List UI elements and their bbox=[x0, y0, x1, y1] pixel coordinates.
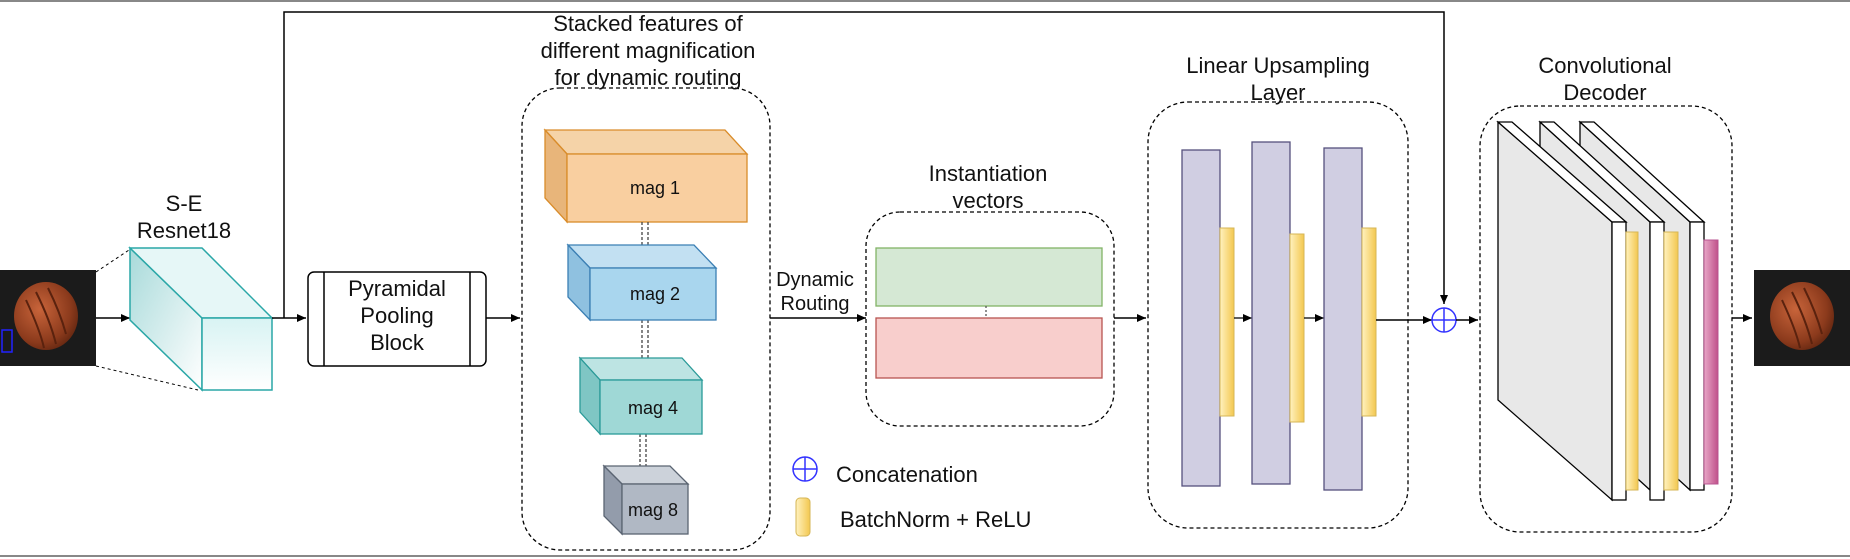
stacked-label: Stacked features of different magnificat… bbox=[516, 10, 780, 91]
hazelnut-output-image bbox=[1754, 270, 1850, 366]
zoom-line-top bbox=[95, 247, 133, 273]
dynamic-routing-line1: Dynamic bbox=[776, 269, 854, 291]
pyramidal-pooling-block bbox=[307, 271, 487, 367]
instantiation-label: Instantiation vectors bbox=[880, 160, 1096, 214]
upsampling-label: Linear Upsampling Layer bbox=[1152, 52, 1404, 106]
upsampling-label-line1: Linear Upsampling bbox=[1186, 53, 1370, 78]
instantiation-vector-green bbox=[875, 247, 1103, 307]
upsampling-label-line2: Layer bbox=[1250, 80, 1306, 105]
concat-icon bbox=[1431, 307, 1457, 333]
pyramidal-label: Pyramidal Pooling Block bbox=[324, 275, 470, 356]
mag4-label: mag 4 bbox=[628, 398, 679, 418]
mag2-cuboid bbox=[566, 243, 718, 322]
resnet-label-line2: Resnet18 bbox=[136, 218, 232, 243]
instantiation-container bbox=[865, 211, 1115, 427]
resnet-label-line1: S-E bbox=[165, 191, 203, 216]
upsampling-container bbox=[1147, 101, 1409, 529]
dynamic-routing-line2: Routing bbox=[780, 293, 850, 315]
resnet-block bbox=[128, 246, 274, 392]
mag8-cuboid bbox=[602, 464, 690, 536]
skip-connection-arrow bbox=[283, 11, 1448, 318]
mag2-label: mag 2 bbox=[630, 284, 681, 304]
mag4-cuboid bbox=[578, 356, 704, 436]
mag8-label: mag 8 bbox=[628, 500, 679, 520]
pyramidal-label-line1: Pyramidal bbox=[348, 276, 446, 301]
dynamic-routing-label: Dynamic Routing bbox=[768, 268, 862, 316]
legend-concat-label: Concatenation bbox=[836, 462, 978, 487]
decoder-container bbox=[1479, 105, 1733, 533]
hazelnut-input-image bbox=[0, 270, 96, 366]
upsampling-layers bbox=[1181, 141, 1377, 491]
stacked-label-line3: for dynamic routing bbox=[554, 65, 742, 90]
chain-links bbox=[639, 222, 649, 466]
stacked-label-line2: different magnification bbox=[540, 38, 756, 63]
instantiation-vector-red bbox=[875, 317, 1103, 379]
instantiation-label-line2: vectors bbox=[952, 188, 1024, 213]
resnet-label: S-E Resnet18 bbox=[134, 190, 234, 244]
decoder-label-line1: Convolutional bbox=[1538, 53, 1672, 78]
instantiation-label-line1: Instantiation bbox=[928, 161, 1048, 186]
stacked-label-line1: Stacked features of bbox=[553, 11, 743, 36]
decoder-layers bbox=[1496, 120, 1719, 502]
stacked-features-container bbox=[521, 87, 771, 551]
decoder-label-line2: Decoder bbox=[1563, 80, 1647, 105]
mag1-label: mag 1 bbox=[630, 178, 681, 198]
legend-bn-label: BatchNorm + ReLU bbox=[840, 507, 1032, 532]
pyramidal-label-line2: Pooling bbox=[360, 303, 434, 328]
mag1-cuboid bbox=[543, 128, 749, 224]
decoder-label: Convolutional Decoder bbox=[1490, 52, 1720, 106]
legend-concat-icon bbox=[792, 456, 818, 482]
pyramidal-label-line3: Block bbox=[370, 330, 424, 355]
batchnorm-icon bbox=[795, 497, 811, 537]
